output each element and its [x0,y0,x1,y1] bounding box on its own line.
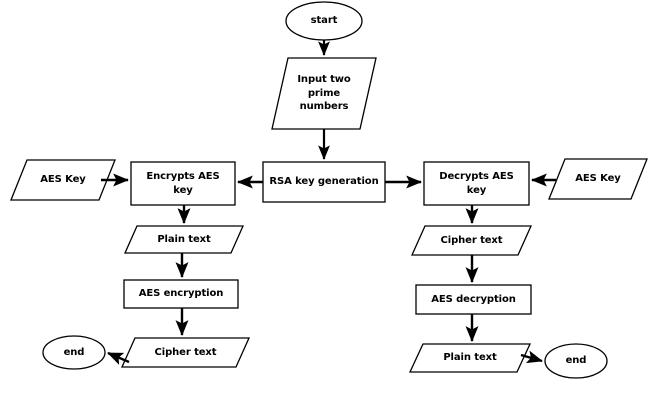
node-decrypts-aes-key-shape [423,161,530,206]
node-aes-key-left-shape [10,159,116,201]
node-input-primes-shape [271,57,377,130]
node-aes-decryption-shape [415,284,532,315]
node-aes-encryption-shape [123,279,239,309]
node-encrypts-aes-key-shape [130,161,236,206]
node-end-left-shape [42,335,106,370]
node-end-right-shape [544,343,608,379]
node-start-shape [285,1,363,41]
node-rsa-keygen-shape [262,161,386,203]
node-plain-text-left-shape [123,225,245,254]
node-cipher-text-left-shape [120,337,251,368]
edge-plaintext-to-endright [520,350,543,364]
node-cipher-text-right-shape [410,225,533,256]
node-aes-key-right-shape [548,158,648,200]
node-plain-text-right-shape [408,343,532,373]
edge-ciphertext-to-endleft [107,351,130,365]
